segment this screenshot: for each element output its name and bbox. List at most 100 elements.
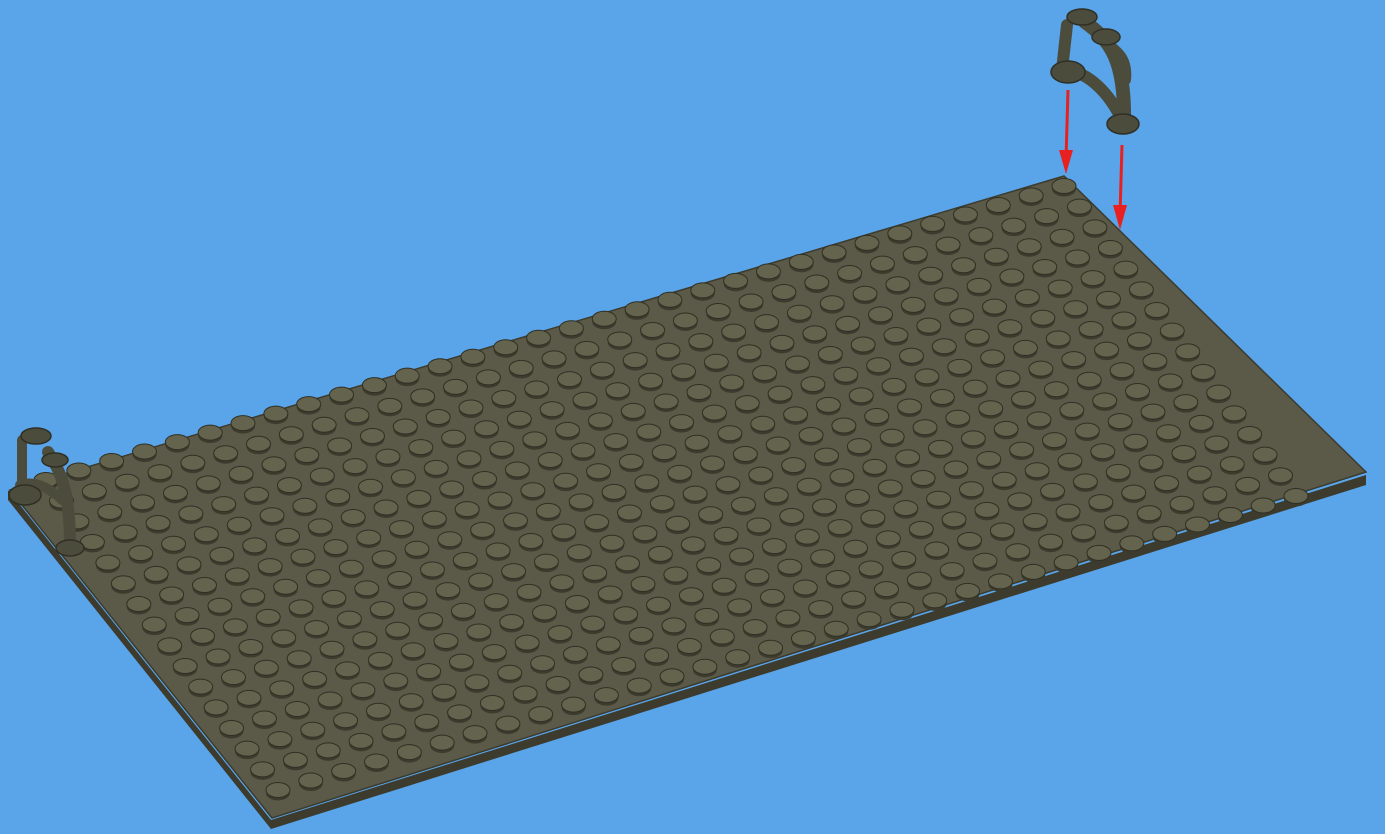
- stud: [592, 311, 616, 329]
- stud: [245, 487, 269, 505]
- stud: [515, 635, 539, 653]
- stud: [617, 505, 641, 523]
- stud: [1096, 291, 1120, 309]
- stud: [1122, 485, 1146, 503]
- stud: [67, 463, 91, 481]
- stud: [1067, 199, 1091, 217]
- stud: [206, 649, 230, 667]
- stud: [859, 561, 883, 579]
- stud: [301, 722, 325, 740]
- stud: [517, 584, 541, 602]
- stud: [901, 297, 925, 315]
- stud: [131, 495, 155, 513]
- stud: [1160, 323, 1184, 341]
- stud: [370, 602, 394, 620]
- stud: [538, 453, 562, 471]
- stud: [619, 454, 643, 472]
- stud: [542, 351, 566, 369]
- stud: [254, 660, 278, 678]
- stud: [357, 530, 381, 548]
- stud: [133, 444, 157, 462]
- stud: [940, 563, 964, 581]
- stud: [815, 448, 839, 466]
- stud: [552, 524, 576, 542]
- stud: [391, 470, 415, 488]
- stud: [764, 488, 788, 506]
- stud: [252, 711, 276, 729]
- stud: [803, 326, 827, 344]
- stud: [308, 519, 332, 537]
- stud: [407, 490, 431, 508]
- stud: [256, 609, 280, 627]
- stud: [212, 497, 236, 515]
- stud: [266, 783, 290, 801]
- stud: [469, 573, 493, 591]
- stud: [129, 546, 153, 564]
- stud: [988, 574, 1012, 592]
- stud: [1064, 301, 1088, 319]
- stud: [925, 542, 949, 560]
- stud: [896, 450, 920, 468]
- stud: [581, 616, 605, 634]
- stud: [1129, 282, 1153, 300]
- stud: [1008, 493, 1032, 511]
- stud: [1091, 444, 1115, 462]
- stud: [946, 410, 970, 428]
- stud: [444, 379, 468, 397]
- stud: [1153, 526, 1177, 544]
- stud: [310, 468, 334, 486]
- stud: [699, 507, 723, 525]
- stud: [533, 605, 557, 623]
- stud: [1106, 464, 1130, 482]
- stud: [670, 415, 694, 433]
- stud: [397, 745, 421, 763]
- stud: [958, 533, 982, 551]
- stud: [600, 535, 624, 553]
- stud: [614, 607, 638, 625]
- stud: [144, 566, 168, 584]
- stud: [616, 556, 640, 574]
- stud: [874, 582, 898, 600]
- stud: [223, 619, 247, 637]
- stud: [332, 764, 356, 782]
- stud: [494, 340, 518, 358]
- stud: [563, 646, 587, 664]
- stud: [811, 550, 835, 568]
- stud: [1006, 544, 1030, 562]
- stud: [525, 381, 549, 399]
- stud: [1077, 372, 1101, 390]
- stud: [683, 486, 707, 504]
- stud: [334, 713, 358, 731]
- stud: [1013, 340, 1037, 358]
- stud: [863, 459, 887, 477]
- stud: [451, 603, 475, 621]
- stud: [731, 497, 755, 515]
- stud: [113, 525, 137, 543]
- stud: [805, 275, 829, 293]
- stud: [627, 678, 651, 696]
- stud: [878, 480, 902, 498]
- stud: [1027, 412, 1051, 430]
- stud: [291, 549, 315, 567]
- stud: [855, 235, 879, 253]
- stud: [695, 608, 719, 626]
- stud: [903, 247, 927, 265]
- stud: [312, 417, 336, 435]
- stud: [210, 547, 234, 565]
- stud: [1002, 218, 1026, 236]
- stud: [834, 367, 858, 385]
- stud: [1251, 498, 1275, 516]
- stud: [726, 650, 750, 668]
- stud: [455, 502, 479, 520]
- stud: [1023, 514, 1047, 532]
- stud: [975, 502, 999, 520]
- stud: [780, 508, 804, 526]
- stud: [842, 591, 866, 609]
- stud: [917, 318, 941, 336]
- stud: [826, 570, 850, 588]
- stud: [990, 523, 1014, 541]
- stud: [1089, 495, 1113, 513]
- stud: [1019, 188, 1043, 206]
- stud: [1189, 415, 1213, 433]
- stud: [888, 226, 912, 244]
